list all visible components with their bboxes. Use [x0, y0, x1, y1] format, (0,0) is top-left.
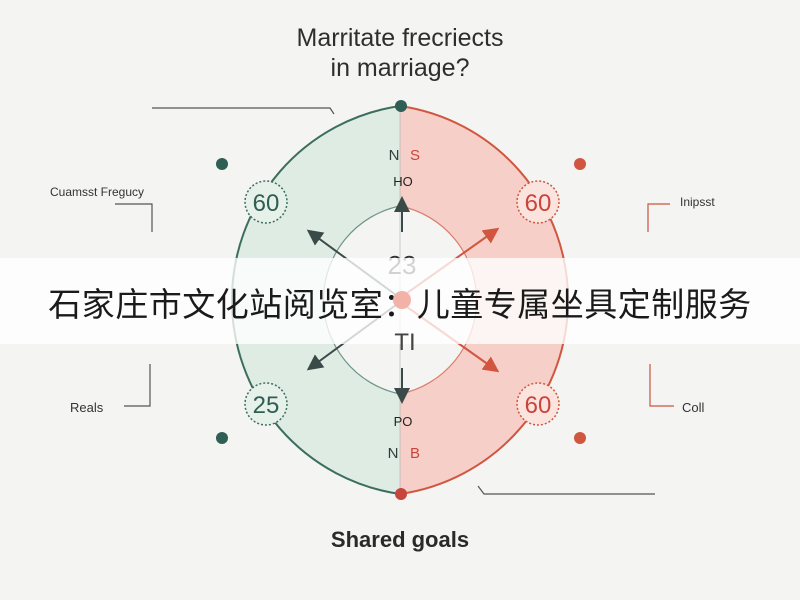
right-top-label: Inipsst: [680, 195, 715, 209]
node-top-right: [574, 158, 586, 170]
node-bottom-left: [216, 432, 228, 444]
node-bottom-right: [574, 432, 586, 444]
footer-caption: Shared goals: [330, 527, 470, 552]
axis-bottom-label: PO: [394, 414, 413, 429]
badge-top-right: 60: [516, 180, 560, 224]
badge-bottom-right: 60: [516, 382, 560, 426]
axis-top-label: HO: [393, 174, 413, 189]
top-letter-left: N: [389, 147, 400, 164]
top-letter-right: S: [410, 147, 420, 164]
callout-bottom: [477, 485, 655, 495]
badge-bottom-left: 25: [244, 382, 288, 426]
watermark-banner-text: 石家庄市文化站阅览室：儿童专属坐具定制服务: [48, 285, 752, 324]
badge-top-right-value: 60: [525, 190, 552, 217]
node-top: [395, 100, 407, 112]
badge-top-left: 60: [244, 180, 288, 224]
callout-top-left-2: [152, 107, 335, 115]
callout-bottom-right: [649, 364, 674, 407]
right-bottom-label: Coll: [682, 400, 705, 415]
callout-bottom-left: [124, 364, 151, 407]
left-top-label: Cuamsst Fregucy: [50, 185, 145, 199]
diagram-title-line1: Marritate frecriects: [296, 24, 504, 52]
node-top-left: [216, 158, 228, 170]
callout-top-right: [647, 203, 670, 232]
bottom-letter-left: N: [388, 445, 399, 462]
left-bottom-label: Reals: [70, 400, 104, 415]
badge-bottom-left-value: 25: [253, 392, 280, 419]
badge-top-left-value: 60: [253, 190, 280, 217]
node-bottom: [395, 488, 407, 500]
diagram-title-line2: in marriage?: [330, 54, 470, 82]
badge-bottom-right-value: 60: [525, 392, 552, 419]
bottom-letter-right: B: [410, 445, 420, 462]
callout-top-left: [115, 203, 153, 232]
